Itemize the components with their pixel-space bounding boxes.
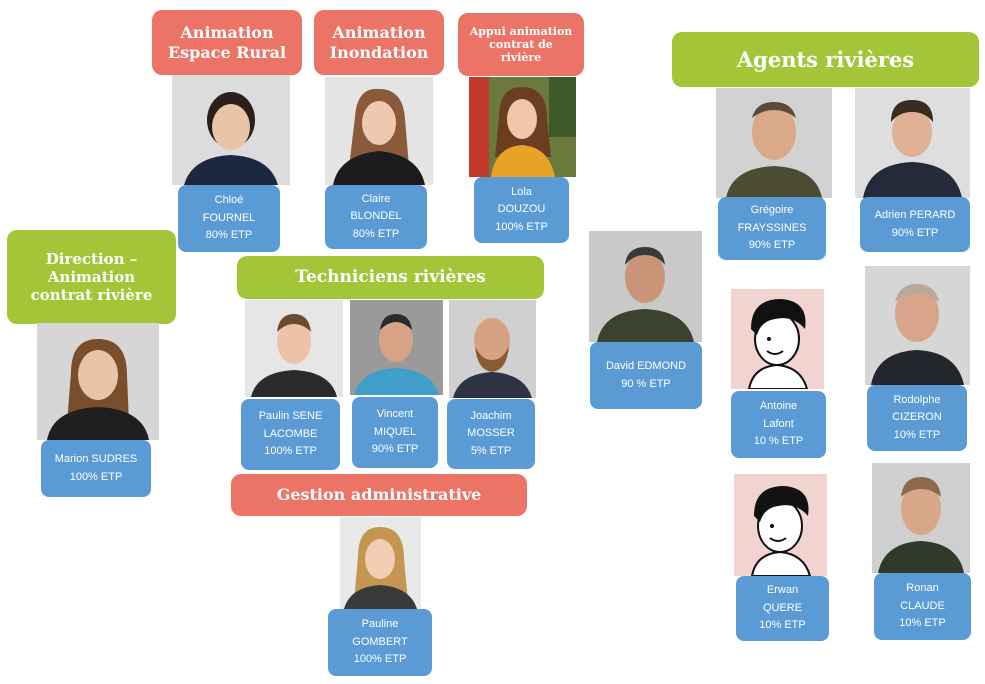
- person-name: Erwan QUERE: [762, 584, 803, 614]
- card-adrien: Adrien PERARD 90% ETP: [860, 197, 970, 252]
- photo-lola: [469, 77, 576, 177]
- person-etp: 10% ETP: [899, 617, 946, 630]
- man-portrait-icon: [863, 100, 962, 198]
- person-etp: 10% ETP: [893, 428, 941, 441]
- person-etp: 100% ETP: [69, 470, 123, 483]
- cartoon-avatar-icon: [747, 299, 809, 389]
- person-etp: 90% ETP: [748, 239, 796, 252]
- person-name: Marion SUDRES: [54, 452, 138, 465]
- person-etp: 100% ETP: [264, 445, 317, 458]
- card-gregoire: Grégoire FRAYSSINES 90% ETP: [718, 197, 826, 260]
- person-name: David EDMOND: [605, 359, 687, 372]
- photo-joachim: [449, 300, 536, 398]
- man-portrait-icon: [871, 284, 964, 385]
- card-paulin: Paulin SENE LACOMBE 100% ETP: [241, 399, 340, 470]
- person-etp: 5% ETP: [470, 444, 512, 457]
- photo-paulin: [245, 300, 343, 397]
- photo-vincent: [350, 300, 443, 395]
- person-name: Joachim MOSSER: [467, 409, 515, 440]
- person-name: Rodolphe CIZERON: [892, 393, 942, 424]
- person-name: Paulin SENE LACOMBE: [258, 410, 323, 440]
- photo-adrien: [855, 88, 970, 198]
- photo-ronan: [872, 463, 970, 573]
- card-vincent: Vincent MIQUEL 90% ETP: [352, 397, 438, 468]
- photo-rodolphe: [865, 266, 970, 385]
- photo-antoine: [731, 289, 824, 389]
- person-name: Claire BLONDEL: [350, 192, 402, 223]
- person-etp: 10% ETP: [759, 619, 806, 632]
- card-marion: Marion SUDRES 100% ETP: [41, 440, 151, 497]
- person-name: Chloé FOURNEL: [202, 194, 256, 224]
- photo-gregoire: [716, 88, 832, 198]
- photo-marion: [37, 323, 159, 440]
- card-rodolphe: Rodolphe CIZERON 10% ETP: [867, 385, 967, 451]
- photo-claire: [325, 77, 433, 185]
- woman-portrait-icon: [333, 88, 425, 185]
- header-direction: Direction – Animation contrat rivière: [7, 230, 176, 324]
- man-portrait-icon: [597, 247, 694, 342]
- card-ronan: Ronan CLAUDE 10% ETP: [874, 573, 971, 640]
- person-etp: 80% ETP: [205, 229, 253, 242]
- card-david: David EDMOND 90 % ETP: [590, 342, 702, 409]
- photo-david: [589, 231, 702, 342]
- header-appui-animation: Appui animation contrat de rivière: [458, 13, 584, 76]
- person-name: Adrien PERARD: [874, 208, 956, 221]
- person-name: Pauline GOMBERT: [352, 618, 408, 648]
- cartoon-avatar-icon: [750, 486, 812, 576]
- woman-portrait-icon: [344, 527, 417, 609]
- card-joachim: Joachim MOSSER 5% ETP: [447, 399, 535, 469]
- woman-portrait-icon: [47, 339, 149, 440]
- person-name: Ronan CLAUDE: [900, 582, 945, 612]
- header-animation-inondation: Animation Inondation: [314, 10, 444, 75]
- man-portrait-icon: [354, 314, 439, 395]
- person-etp: 80% ETP: [352, 227, 400, 240]
- man-portrait-icon: [726, 102, 822, 198]
- header-agents-rivieres: Agents rivières: [672, 32, 979, 87]
- card-antoine: Antoine Lafont 10 % ETP: [731, 391, 826, 458]
- photo-pauline: [340, 517, 421, 609]
- card-erwan: Erwan QUERE 10% ETP: [736, 576, 829, 641]
- man-portrait-icon: [453, 318, 532, 398]
- person-name: Lola DOUZOU: [497, 185, 546, 216]
- person-etp: 100% ETP: [353, 653, 407, 666]
- person-etp: 100% ETP: [495, 220, 548, 233]
- person-name: Antoine Lafont: [759, 400, 798, 430]
- photo-erwan: [734, 474, 827, 576]
- card-chloe: Chloé FOURNEL 80% ETP: [178, 185, 280, 252]
- person-name: Grégoire FRAYSSINES: [737, 204, 807, 234]
- person-etp: 90 % ETP: [621, 377, 671, 390]
- card-lola: Lola DOUZOU 100% ETP: [474, 177, 569, 243]
- card-claire: Claire BLONDEL 80% ETP: [325, 185, 427, 249]
- person-etp: 90% ETP: [371, 443, 419, 456]
- header-animation-espace-rural: Animation Espace Rural: [152, 10, 302, 75]
- person-etp: 10 % ETP: [753, 435, 804, 448]
- man-portrait-icon: [878, 477, 964, 573]
- woman-portrait-icon: [184, 92, 278, 185]
- header-techniciens-rivieres: Techniciens rivières: [237, 256, 544, 299]
- photo-chloe: [172, 75, 290, 185]
- man-portrait-icon: [251, 314, 337, 397]
- header-gestion-administrative: Gestion administrative: [231, 474, 527, 516]
- person-name: Vincent MIQUEL: [373, 408, 417, 438]
- woman-portrait-icon: [469, 77, 576, 177]
- card-pauline: Pauline GOMBERT 100% ETP: [328, 609, 432, 676]
- person-etp: 90% ETP: [891, 226, 939, 239]
